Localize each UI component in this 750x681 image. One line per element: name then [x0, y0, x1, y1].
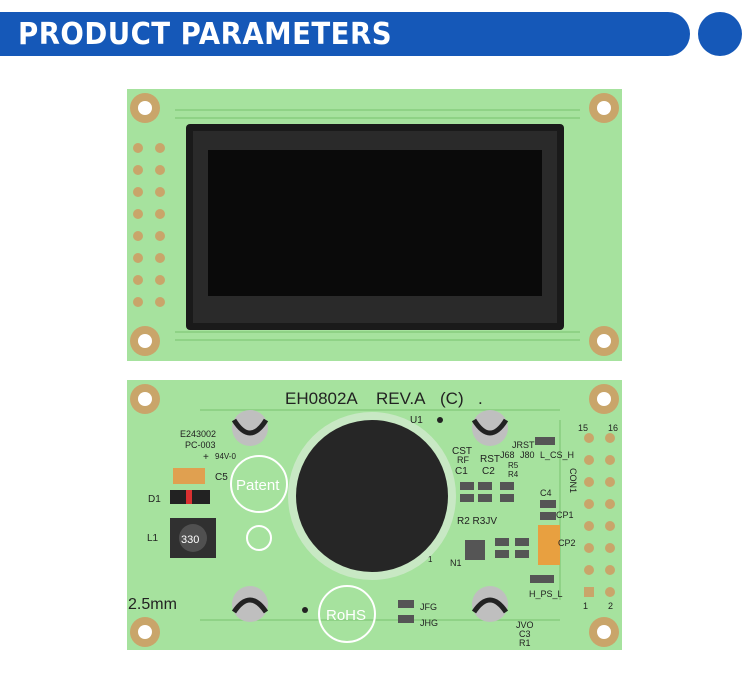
cst-label: CST — [452, 446, 472, 457]
mounting-hole — [589, 617, 619, 647]
jrst-label: JRST — [512, 440, 535, 450]
l1-label: L1 — [147, 533, 159, 544]
jvo-label: JVO — [516, 620, 534, 630]
hps-label: H_PS_L — [529, 589, 563, 599]
pin-2-label: 2 — [608, 601, 613, 611]
cp1-label: CP1 — [556, 510, 574, 520]
board-dot-label: . — [478, 389, 483, 408]
c5-label: C5 — [215, 472, 228, 483]
rohs-mark — [318, 585, 376, 643]
board-model-label: EH0802A — [285, 389, 358, 408]
capacitor-c5 — [173, 468, 205, 484]
r1-label: R1 — [519, 638, 531, 648]
r2r3jv-label: R2 R3JV — [457, 516, 497, 527]
pin-15-label: 15 — [578, 423, 588, 433]
rst-label: RST — [480, 454, 500, 465]
header-pin-row — [133, 143, 165, 307]
plus-label: + — [203, 452, 209, 463]
jhg-label: JHG — [420, 618, 438, 628]
mounting-hole — [130, 326, 160, 356]
con1-label: CON1 — [568, 468, 578, 493]
patent-mark — [230, 455, 288, 513]
capacitor-cp2 — [538, 525, 560, 565]
header-pin-row — [584, 433, 615, 597]
metal-tab — [471, 586, 509, 622]
lcd-front-board — [127, 89, 622, 361]
r4-label: R4 — [508, 470, 519, 479]
mounting-hole — [130, 384, 160, 414]
cob-chip — [296, 420, 448, 572]
u1-label: U1 — [410, 415, 423, 426]
lcs-label: L_CS_H — [540, 450, 574, 460]
c2-label: C2 — [482, 466, 495, 477]
pin-16-label: 16 — [608, 423, 618, 433]
n1-label: N1 — [450, 558, 462, 568]
board-copyright-label: (C) — [440, 389, 464, 408]
patent-label: Patent — [236, 477, 280, 494]
j68-label: J68 — [500, 450, 515, 460]
pin-1-label: 1 — [583, 601, 588, 611]
mounting-hole — [589, 384, 619, 414]
mounting-hole — [130, 93, 160, 123]
mounting-hole — [589, 326, 619, 356]
flame-rating-label: 94V-0 — [215, 452, 236, 461]
pc-code-label: PC-003 — [185, 440, 216, 450]
lcd-back-board: EH0802A REV.A (C) . U1 E243002 PC-003 94… — [127, 380, 622, 650]
mounting-hole — [130, 617, 160, 647]
banner-dot-decoration — [698, 12, 742, 56]
metal-tab — [231, 586, 269, 622]
cert-code-label: E243002 — [180, 429, 216, 439]
inductor-code-label: 330 — [181, 534, 199, 546]
lcd-screen — [208, 150, 542, 296]
c4-label: C4 — [540, 488, 552, 498]
metal-tab — [231, 410, 269, 446]
d1-label: D1 — [148, 494, 161, 505]
jfg-label: JFG — [420, 602, 437, 612]
rohs-label: RoHS — [326, 607, 366, 624]
r5-label: R5 — [508, 461, 519, 470]
c1-label: C1 — [455, 466, 468, 477]
metal-tab — [471, 410, 509, 446]
thickness-label: 2.5mm — [128, 596, 177, 613]
j80-label: J80 — [520, 450, 535, 460]
page-title: PRODUCT PARAMETERS — [18, 17, 393, 52]
rf-label: RF — [457, 455, 469, 465]
c3-label: C3 — [519, 629, 531, 639]
title-banner: PRODUCT PARAMETERS — [0, 12, 690, 56]
cp2-label: CP2 — [558, 538, 576, 548]
mounting-hole — [589, 93, 619, 123]
board-rev-label: REV.A — [376, 389, 426, 408]
one-small-label: 1 — [428, 555, 433, 564]
